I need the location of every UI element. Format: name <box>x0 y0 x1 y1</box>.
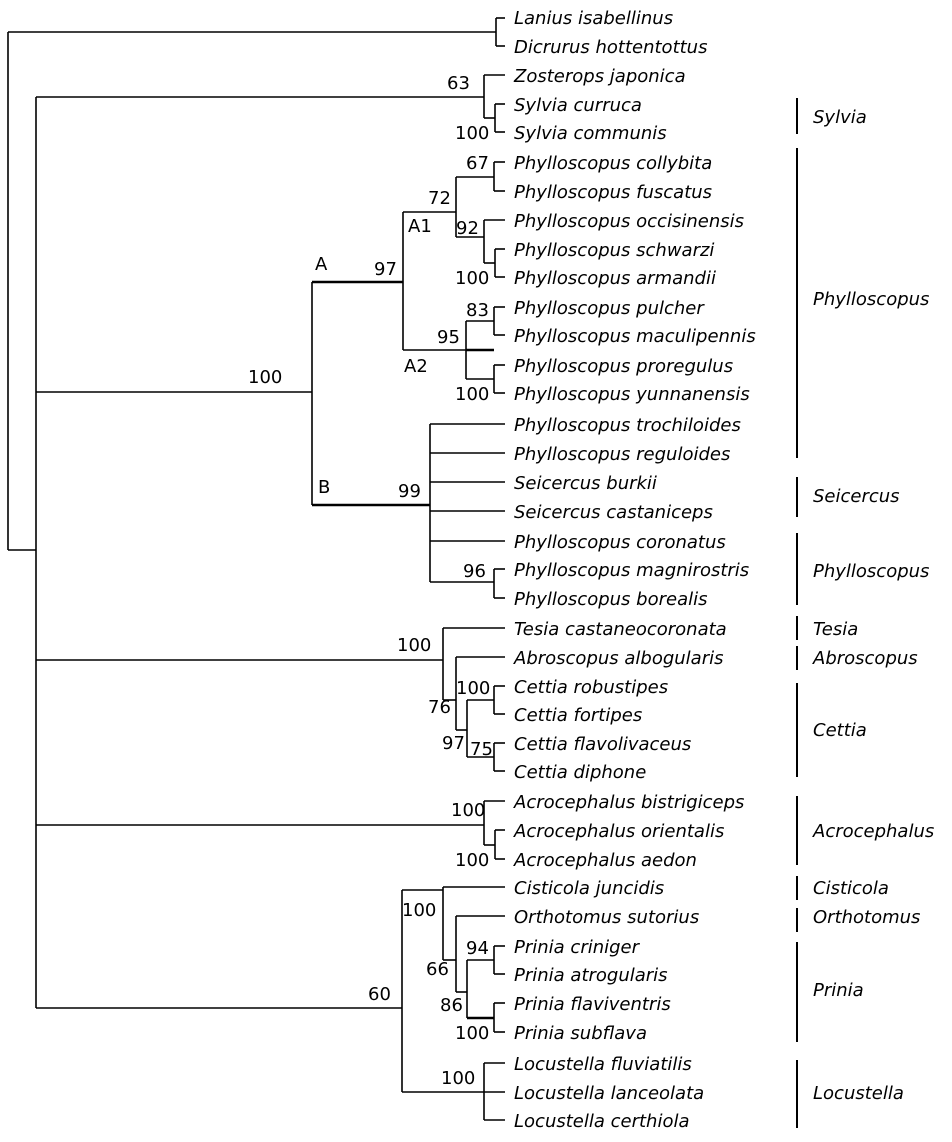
tree-branches <box>7 17 505 1121</box>
clade-label-a1: A1 <box>408 216 432 237</box>
support-value: 60 <box>368 984 391 1005</box>
genus-label: Phylloscopus <box>813 561 929 582</box>
taxon-label: Phylloscopus yunnanensis <box>514 384 750 405</box>
support-value: 96 <box>463 561 486 582</box>
support-value: 97 <box>442 733 465 754</box>
genus-label: Acrocephalus <box>812 821 934 842</box>
taxon-label: Seicercus burkii <box>514 473 657 494</box>
taxon-label: Prinia subflava <box>514 1023 647 1044</box>
taxon-label: Cisticola juncidis <box>514 878 664 899</box>
support-value: 100 <box>451 800 485 821</box>
genus-brackets: Sylvia Phylloscopus Seicercus Phylloscop… <box>796 98 934 1128</box>
support-value: 97 <box>374 259 397 280</box>
genus-label: Cisticola <box>813 878 889 899</box>
support-value: 92 <box>456 218 479 239</box>
support-value: 83 <box>466 300 489 321</box>
taxon-label: Phylloscopus borealis <box>514 589 707 610</box>
clade-label-a2: A2 <box>404 356 428 377</box>
genus-label: Prinia <box>813 980 864 1001</box>
taxon-label: Dicrurus hottentottus <box>514 37 707 58</box>
support-value: 100 <box>402 900 436 921</box>
taxon-label: Phylloscopus collybita <box>514 153 712 174</box>
taxon-label: Locustella lanceolata <box>514 1083 704 1104</box>
taxon-label: Cettia fortipes <box>514 705 642 726</box>
support-value: 100 <box>456 678 490 699</box>
taxon-label: Phylloscopus magnirostris <box>514 560 749 581</box>
taxon-label: Locustella certhiola <box>514 1111 690 1132</box>
taxon-label: Locustella fluviatilis <box>514 1054 692 1075</box>
taxon-label: Lanius isabellinus <box>514 8 673 29</box>
taxon-label: Prinia atrogularis <box>514 965 668 986</box>
support-value: 95 <box>437 327 460 348</box>
support-value: 63 <box>447 73 470 94</box>
support-value: 75 <box>470 739 493 760</box>
taxon-label: Zosterops japonica <box>513 66 686 87</box>
taxon-label: Acrocephalus aedon <box>513 850 697 871</box>
taxon-label: Sylvia communis <box>514 123 667 144</box>
taxon-label: Sylvia curruca <box>514 95 642 116</box>
support-value: 100 <box>248 367 282 388</box>
support-value: 76 <box>428 697 451 718</box>
support-value: 72 <box>428 188 451 209</box>
support-value: 100 <box>455 850 489 871</box>
genus-label: Locustella <box>813 1083 904 1104</box>
support-value: 100 <box>455 123 489 144</box>
taxon-label: Phylloscopus armandii <box>514 268 716 289</box>
taxon-label: Phylloscopus pulcher <box>514 298 705 319</box>
clade-label-a: A <box>315 254 328 275</box>
support-value: 100 <box>441 1068 475 1089</box>
clade-label-b: B <box>318 477 330 498</box>
taxon-labels: Lanius isabellinus Dicrurus hottentottus… <box>513 8 756 1132</box>
taxon-label: Seicercus castaniceps <box>514 502 713 523</box>
genus-label: Phylloscopus <box>813 289 929 310</box>
taxon-label: Orthotomus sutorius <box>514 907 699 928</box>
taxon-label: Phylloscopus coronatus <box>514 532 726 553</box>
taxon-label: Prinia criniger <box>514 937 641 958</box>
taxon-label: Phylloscopus maculipennis <box>514 326 756 347</box>
taxon-label: Cettia robustipes <box>514 677 668 698</box>
taxon-label: Phylloscopus fuscatus <box>514 182 712 203</box>
taxon-label: Acrocephalus orientalis <box>513 821 724 842</box>
genus-label: Cettia <box>813 720 867 741</box>
genus-label: Abroscopus <box>812 648 918 669</box>
genus-label: Tesia <box>813 619 858 640</box>
taxon-label: Cettia flavolivaceus <box>514 734 691 755</box>
support-values: 63 100 67 72 92 100 97 83 95 100 100 99 … <box>248 73 493 1089</box>
genus-label: Orthotomus <box>813 907 920 928</box>
support-value: 66 <box>426 959 449 980</box>
taxon-label: Acrocephalus bistrigiceps <box>513 792 744 813</box>
support-value: 100 <box>455 384 489 405</box>
support-value: 67 <box>466 153 489 174</box>
support-value: 94 <box>466 938 489 959</box>
taxon-label: Phylloscopus schwarzi <box>514 240 714 261</box>
taxon-label: Phylloscopus reguloides <box>514 444 730 465</box>
genus-label: Seicercus <box>813 486 900 507</box>
support-value: 86 <box>440 995 463 1016</box>
support-value: 100 <box>397 635 431 656</box>
genus-label: Sylvia <box>813 107 867 128</box>
taxon-label: Prinia flaviventris <box>514 994 671 1015</box>
taxon-label: Tesia castaneocoronata <box>514 619 727 640</box>
taxon-label: Phylloscopus proregulus <box>514 356 733 377</box>
clade-labels: A A1 A2 B <box>315 216 432 498</box>
taxon-label: Phylloscopus trochiloides <box>514 415 741 436</box>
support-value: 100 <box>455 268 489 289</box>
support-value: 100 <box>455 1023 489 1044</box>
taxon-label: Abroscopus albogularis <box>513 648 724 669</box>
support-value: 99 <box>398 481 421 502</box>
taxon-label: Cettia diphone <box>514 762 646 783</box>
taxon-label: Phylloscopus occisinensis <box>514 211 744 232</box>
